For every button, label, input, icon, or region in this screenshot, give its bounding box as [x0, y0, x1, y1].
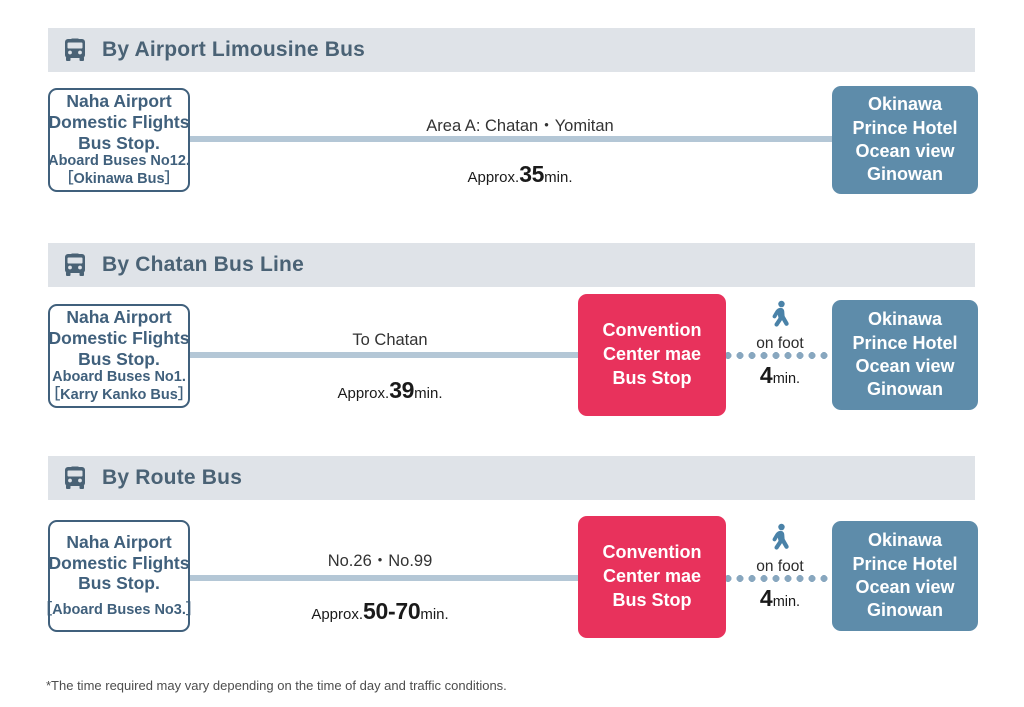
duration-suffix: min.: [420, 605, 449, 623]
origin-line-1: Naha Airport: [66, 307, 172, 328]
destination-line-1: Okinawa: [867, 309, 943, 330]
duration-prefix: Approx.: [311, 605, 364, 623]
section-header-airport-limousine-bus: By Airport Limousine Bus: [48, 28, 975, 72]
connector-line-1: [180, 136, 850, 142]
duration-suffix: min.: [414, 384, 443, 402]
destination-line-3: Ocean view: [855, 141, 955, 161]
destination-line-4: Ginowan: [867, 379, 943, 400]
destination-line-2: Prince Hotel: [852, 553, 958, 574]
origin-line-5: ［Karry Kanko Bus］: [45, 386, 193, 403]
destination-line-2: Prince Hotel: [852, 332, 958, 353]
walk-value: 4: [759, 361, 773, 388]
connector-line-3: [180, 575, 590, 581]
origin-line-1: Naha Airport: [66, 91, 172, 112]
origin-line-2: Domestic Flights: [48, 111, 190, 132]
walk-dotted-line-2: [722, 352, 840, 359]
duration-suffix: min.: [544, 168, 573, 186]
origin-line-3: Bus Stop.: [78, 132, 160, 153]
origin-line-2: Domestic Flights: [48, 327, 190, 348]
origin-line-4: Aboard Buses No12.: [48, 153, 190, 170]
origin-line-3: Bus Stop.: [78, 348, 160, 369]
walk-block-3: on foot 4min.: [734, 523, 826, 610]
destination-line-1: Okinawa: [867, 94, 943, 115]
route-duration-3: Approx.50-70min.: [225, 597, 535, 624]
walking-person-icon: [734, 523, 826, 556]
duration-prefix: Approx.: [467, 168, 520, 186]
destination-line-3: Ocean view: [855, 577, 955, 597]
transfer-line-1: Convention: [602, 320, 702, 341]
origin-box-3: Naha Airport Domestic Flights Bus Stop. …: [38, 520, 200, 632]
destination-line-1: Okinawa: [867, 530, 943, 551]
route-line-name-1: Area A: Chatan・Yomitan: [426, 117, 614, 135]
origin-line-1: Naha Airport: [66, 532, 172, 553]
connector-line-2: [180, 352, 590, 358]
walk-suffix: min.: [772, 593, 801, 610]
origin-line-3: Bus Stop.: [78, 573, 160, 594]
duration-value: 39: [389, 376, 415, 403]
walk-block-2: on foot 4min.: [734, 300, 826, 387]
destination-box-3: Okinawa Prince Hotel Ocean view Ginowan: [832, 521, 978, 631]
duration-prefix: Approx.: [337, 384, 390, 402]
duration-value: 35: [519, 160, 545, 187]
destination-box-2: Okinawa Prince Hotel Ocean view Ginowan: [832, 300, 978, 410]
transfer-line-1: Convention: [602, 542, 702, 563]
walk-duration: 4min.: [734, 584, 826, 611]
transfer-box-3: Convention Center mae Bus Stop: [578, 516, 726, 638]
section-header-chatan-bus-line: By Chatan Bus Line: [48, 243, 975, 287]
origin-box-1: Naha Airport Domestic Flights Bus Stop. …: [48, 88, 190, 192]
destination-line-2: Prince Hotel: [852, 117, 958, 138]
route-line-name-3: No.26・No.99: [327, 552, 433, 570]
walk-value: 4: [759, 584, 773, 611]
bus-icon: [62, 38, 88, 62]
route-duration-1: Approx.35min.: [360, 160, 680, 187]
transfer-line-2: Center mae: [602, 566, 702, 587]
bus-icon: [62, 466, 88, 490]
walk-suffix: min.: [772, 370, 801, 387]
origin-line-4: ［Aboard Buses No3.］: [37, 602, 201, 619]
footnote: *The time required may vary depending on…: [46, 678, 507, 693]
route-line-name-2: To Chatan: [352, 331, 428, 349]
route-label-1: Area A: Chatan・Yomitan Approx.35min.: [360, 118, 680, 186]
route-label-3: No.26・No.99 Approx.50-70min.: [225, 553, 535, 623]
destination-line-3: Ocean view: [855, 356, 955, 376]
origin-line-2: Domestic Flights: [48, 552, 190, 573]
section-header-route-bus: By Route Bus: [48, 456, 975, 500]
walk-dotted-line-3: [722, 575, 840, 582]
transfer-box-2: Convention Center mae Bus Stop: [578, 294, 726, 416]
destination-line-4: Ginowan: [867, 164, 943, 185]
origin-line-5: ［Okinawa Bus］: [58, 170, 180, 187]
origin-box-2: Naha Airport Domestic Flights Bus Stop. …: [45, 304, 193, 408]
duration-value: 50-70: [363, 597, 421, 624]
walking-person-icon: [734, 300, 826, 333]
walk-label: on foot: [756, 558, 804, 575]
walk-duration: 4min.: [734, 361, 826, 388]
route-label-2: To Chatan Approx.39min.: [235, 332, 545, 402]
transfer-line-3: Bus Stop: [612, 367, 692, 388]
origin-line-4: Aboard Buses No1.: [52, 369, 186, 386]
transfer-line-2: Center mae: [602, 344, 702, 365]
route-duration-2: Approx.39min.: [235, 376, 545, 403]
walk-label: on foot: [756, 335, 804, 352]
bus-icon: [62, 253, 88, 277]
transfer-line-3: Bus Stop: [612, 589, 692, 610]
section-title: By Route Bus: [102, 466, 243, 489]
section-title: By Chatan Bus Line: [102, 253, 304, 276]
destination-box-1: Okinawa Prince Hotel Ocean view Ginowan: [832, 86, 978, 194]
destination-line-4: Ginowan: [867, 600, 943, 621]
section-title: By Airport Limousine Bus: [102, 38, 366, 61]
